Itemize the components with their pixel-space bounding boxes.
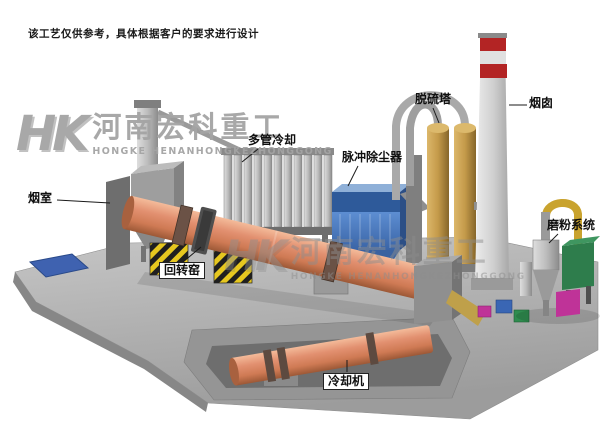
leader-rotary-kiln xyxy=(182,246,202,263)
label-cooling-machine: 冷却机 xyxy=(323,373,370,390)
label-rotary-kiln: 回转窑 xyxy=(159,262,206,279)
company-logo: HK 河南宏科重工 HONGKE HENANHONGKEZHONGGONG xyxy=(16,106,333,162)
auxiliary-equipment xyxy=(477,299,530,323)
chimney xyxy=(471,33,513,290)
logo-company-name-cn: 河南宏科重工 xyxy=(92,110,285,144)
leader-lines xyxy=(56,104,559,372)
leader-multi-tube-cooler xyxy=(241,148,259,163)
watermark-company-name-en: HONGKE HENANHONGKEZHONGGONG xyxy=(290,272,526,282)
leader-grinding-system xyxy=(548,233,559,244)
label-multi-tube-cooler: 多管冷却 xyxy=(248,133,297,147)
label-grinding-system: 磨粉系统 xyxy=(547,218,596,232)
watermark-company-name-cn: 河南宏科重工 xyxy=(290,235,489,270)
label-pulse-dust-collector: 脉冲除尘器 xyxy=(342,150,403,164)
gas-duct xyxy=(156,109,246,155)
watermark-logo: HK 河南宏科重工 HONGKE HENANHONGKEZHONGGONG xyxy=(224,231,526,282)
blue-plate xyxy=(28,253,90,278)
transfer-chute xyxy=(446,290,486,326)
label-smoke-chamber: 烟室 xyxy=(28,191,53,205)
leader-pulse-dust-collector xyxy=(347,165,359,187)
label-desulfurization-tower: 脱硫塔 xyxy=(415,92,452,106)
logo-hk-monogram: HK xyxy=(16,106,89,162)
rotary-kiln-body xyxy=(121,195,433,301)
leader-desulfurization-tower xyxy=(432,107,440,124)
label-chimney: 烟囱 xyxy=(529,96,554,110)
leader-smoke-chamber xyxy=(56,199,111,204)
disclaimer-text: 该工艺仅供参考，具体根据客户的要求进行设计 xyxy=(28,28,259,40)
watermark-hk-monogram: HK xyxy=(224,231,288,280)
cooling-machine-body xyxy=(228,325,434,386)
logo-text: 河南宏科重工 HONGKE HENANHONGKEZHONGGONG xyxy=(92,110,333,157)
watermark-text: 河南宏科重工 HONGKE HENANHONGKEZHONGGONG xyxy=(291,236,526,282)
logo-company-name-en: HONGKE HENANHONGKEZHONGGONG xyxy=(92,145,333,157)
grinding-system xyxy=(516,199,600,324)
kiln-shadow xyxy=(137,272,438,326)
